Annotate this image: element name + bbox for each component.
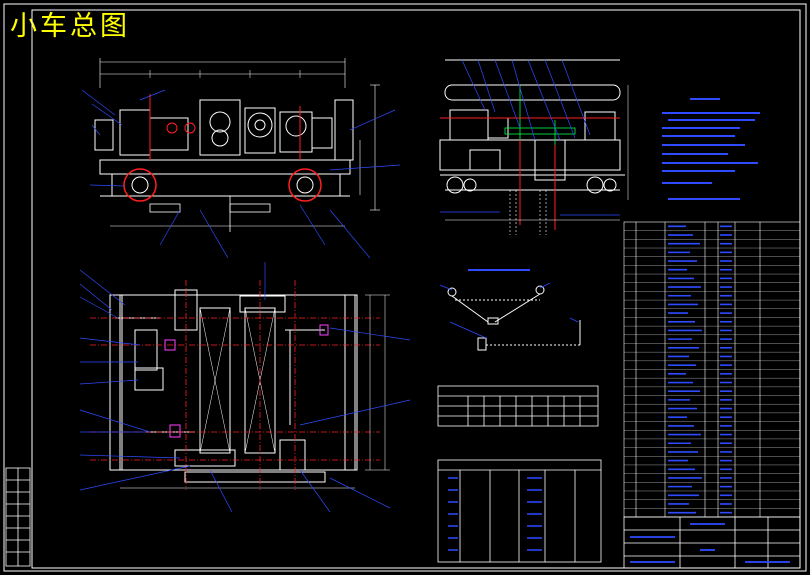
binding-margin-table — [5, 467, 31, 567]
outer-frame — [3, 3, 807, 572]
side-elevation-view — [439, 59, 629, 235]
parts-list-table — [623, 221, 801, 518]
title-block — [623, 516, 801, 569]
technical-requirements-notes — [662, 98, 760, 200]
front-view-wheels — [123, 168, 322, 202]
drawing-title: 小车总图 — [10, 11, 130, 42]
specification-table — [437, 459, 602, 563]
wire-rope-reeving-diagram — [439, 269, 581, 351]
performance-parameter-table — [437, 385, 599, 427]
front-elevation-view — [81, 58, 401, 259]
inner-frame — [31, 9, 801, 569]
plan-view — [79, 262, 411, 513]
